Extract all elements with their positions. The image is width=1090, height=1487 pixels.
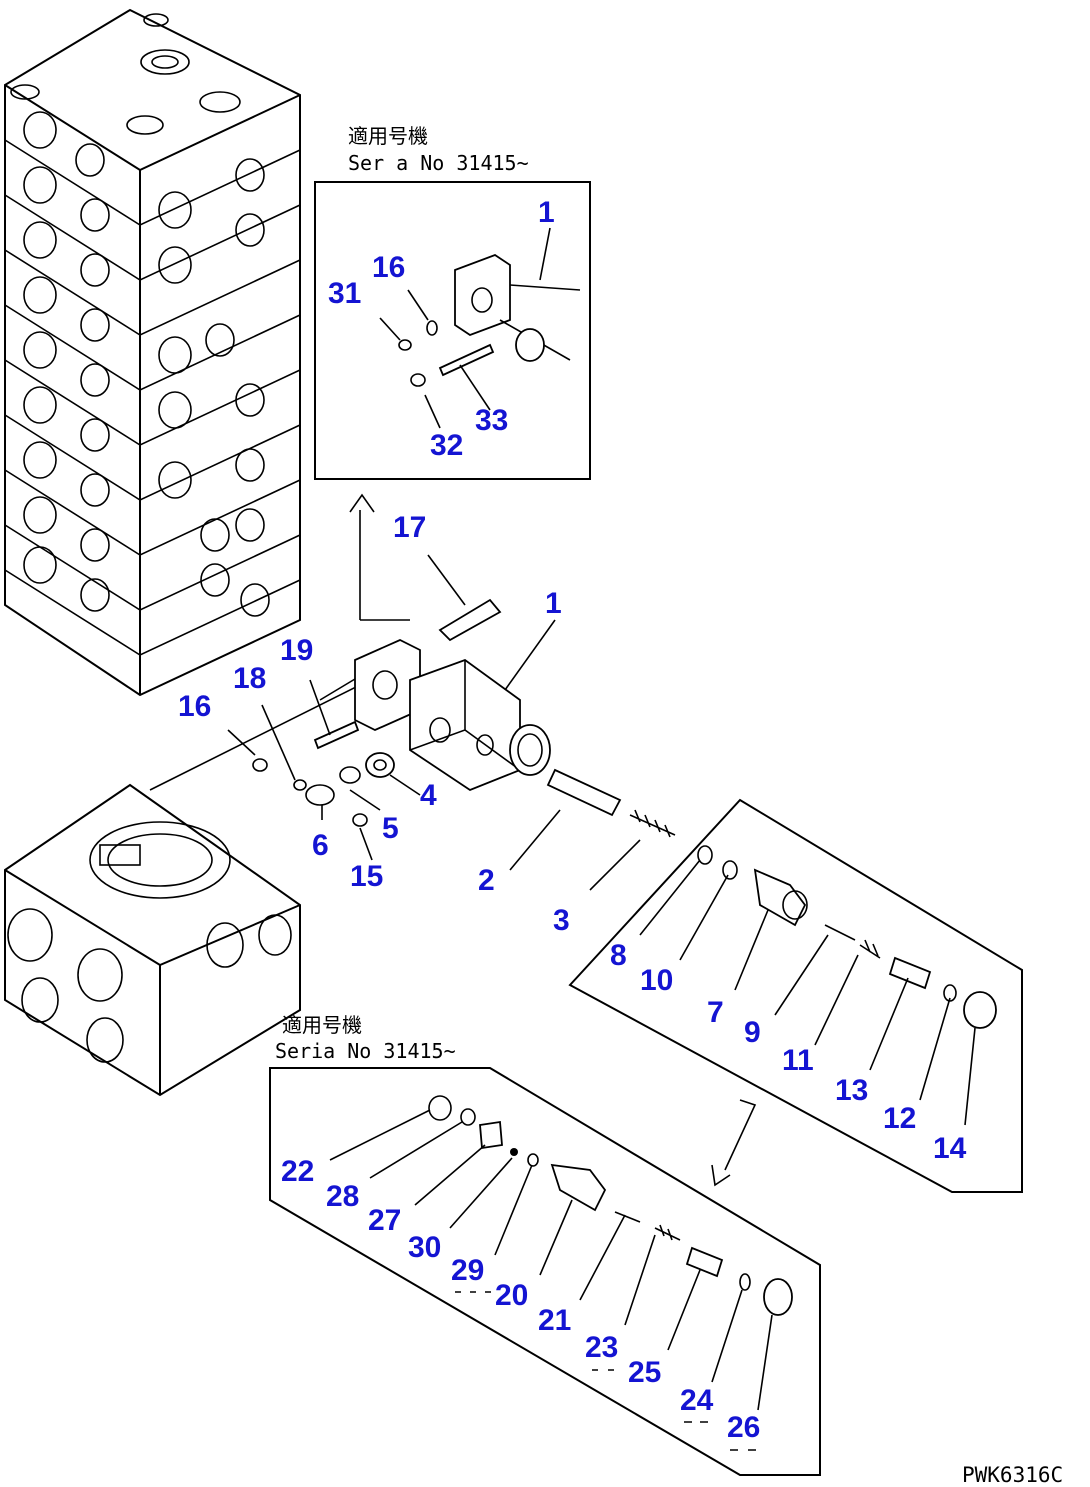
inset-top-applicability: 適用号機 bbox=[348, 124, 428, 148]
callout-33: 33 bbox=[475, 404, 508, 437]
callout-14: 14 bbox=[933, 1132, 967, 1165]
callout-9: 9 bbox=[744, 1016, 761, 1049]
callout-8: 8 bbox=[610, 939, 627, 972]
callout-19: 19 bbox=[280, 634, 313, 667]
callout-28: 28 bbox=[326, 1180, 359, 1213]
dash-marks bbox=[455, 1291, 756, 1451]
callout-29: 29 bbox=[451, 1254, 484, 1287]
callout-10: 10 bbox=[640, 964, 673, 997]
inset-top-serial: Ser a No 31415~ bbox=[348, 151, 529, 175]
callout-15: 15 bbox=[350, 860, 383, 893]
inset-top: 適用号機 Ser a No 31415~ bbox=[314, 124, 591, 480]
callout-16: 16 bbox=[178, 690, 211, 723]
callout-31: 31 bbox=[328, 277, 361, 310]
callout-32: 32 bbox=[430, 429, 463, 462]
callout-labels: 1 16 31 32 33 17 1 19 18 16 4 5 6 15 2 3… bbox=[178, 196, 967, 1444]
callout-1-inset: 1 bbox=[538, 196, 555, 229]
callout-21: 21 bbox=[538, 1304, 571, 1337]
drawing-code: PWK6316C bbox=[962, 1463, 1063, 1487]
callout-4: 4 bbox=[420, 779, 437, 812]
callout-23: 23 bbox=[585, 1331, 618, 1364]
relief-valve-group bbox=[568, 798, 1023, 1193]
callout-1: 1 bbox=[545, 587, 562, 620]
callout-5: 5 bbox=[382, 812, 399, 845]
callout-16-inset: 16 bbox=[372, 251, 405, 284]
callout-25: 25 bbox=[628, 1356, 661, 1389]
callout-24: 24 bbox=[680, 1384, 714, 1417]
callout-26: 26 bbox=[727, 1411, 760, 1444]
callout-27: 27 bbox=[368, 1204, 401, 1237]
inset-bottom-applicability: 適用号機 bbox=[282, 1013, 362, 1037]
valve-body-illustration bbox=[4, 783, 301, 1097]
callout-18: 18 bbox=[233, 662, 266, 695]
callout-3: 3 bbox=[553, 904, 570, 937]
callout-7: 7 bbox=[707, 996, 724, 1029]
callout-6: 6 bbox=[312, 829, 329, 862]
callout-17: 17 bbox=[393, 511, 426, 544]
callout-12: 12 bbox=[883, 1102, 916, 1135]
leader-lines bbox=[227, 227, 976, 1411]
callout-30: 30 bbox=[408, 1231, 441, 1264]
inset-bottom: 適用号機 Seria No 31415~ bbox=[269, 1013, 821, 1476]
callout-20: 20 bbox=[495, 1279, 528, 1312]
callout-11: 11 bbox=[782, 1044, 814, 1077]
callout-2: 2 bbox=[478, 864, 495, 897]
valve-stack-illustration bbox=[4, 8, 301, 697]
inset-bottom-serial: Seria No 31415~ bbox=[275, 1039, 456, 1063]
callout-22: 22 bbox=[281, 1155, 314, 1188]
callout-13: 13 bbox=[835, 1074, 868, 1107]
section-valve-illustration bbox=[149, 493, 676, 838]
